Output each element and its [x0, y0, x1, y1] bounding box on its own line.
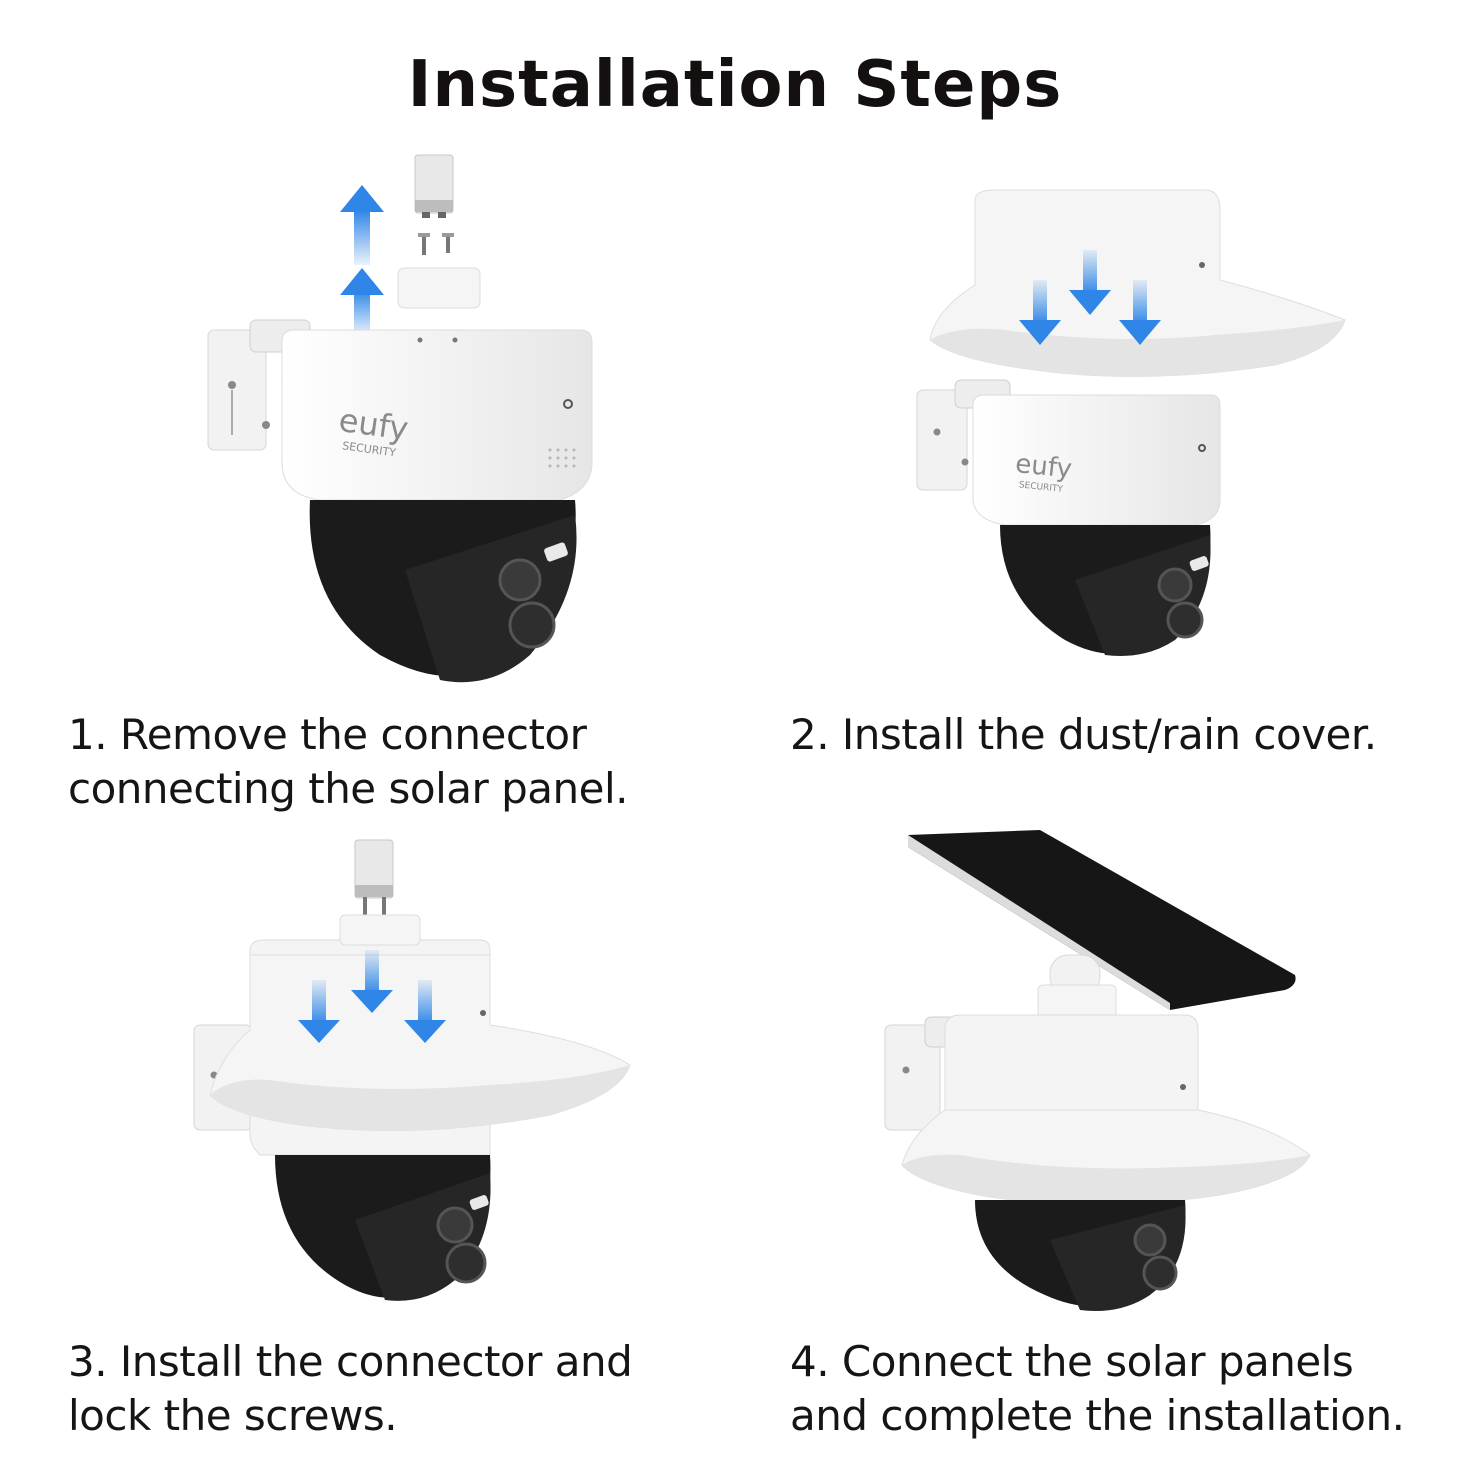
- step-3-caption-line-1: 3. Install the connector and: [68, 1337, 633, 1386]
- step-4-caption-line-1: 4. Connect the solar panels: [790, 1337, 1354, 1386]
- step-3-caption-line-2: lock the screws.: [68, 1391, 398, 1440]
- rain-cover: [901, 1109, 1310, 1205]
- solar-mount: [1037, 954, 1117, 1024]
- down-arrow-right: [1119, 280, 1161, 345]
- step-4-illustration: [884, 830, 1310, 1311]
- step-1-caption-line-1: 1. Remove the connector: [68, 710, 587, 759]
- connector: [414, 154, 454, 218]
- step-4-caption-line-2: and complete the installation.: [790, 1391, 1405, 1440]
- camera-dome: [275, 1155, 491, 1301]
- screws: [418, 233, 454, 255]
- step-3-illustration: [193, 839, 631, 1301]
- step-1-illustration: eufy SECURITY: [207, 154, 593, 683]
- step-2-caption: 2. Install the dust/rain cover.: [790, 708, 1377, 762]
- down-arrow-right: [404, 980, 446, 1043]
- camera-dome: [975, 1200, 1186, 1311]
- step-1-caption-line-2: connecting the solar panel.: [68, 764, 628, 813]
- down-arrow-left: [1019, 280, 1061, 345]
- step-1-caption: 1. Remove the connector connecting the s…: [68, 708, 628, 816]
- camera-body: [972, 394, 1221, 526]
- down-arrow-left: [298, 980, 340, 1043]
- step-2-illustration: eufy SECURITY: [916, 189, 1346, 656]
- mount-base: [397, 267, 481, 309]
- down-arrow-center: [351, 950, 393, 1013]
- eufy-logo-subtext: SECURITY: [1018, 480, 1063, 495]
- page-title: Installation Steps: [407, 48, 1063, 122]
- eufy-logo: eufy: [1014, 449, 1073, 485]
- step-3-caption: 3. Install the connector and lock the sc…: [68, 1335, 633, 1443]
- up-arrow-bottom: [340, 268, 384, 335]
- down-arrow-center: [1069, 250, 1111, 315]
- connector: [339, 839, 421, 946]
- camera-dome: [309, 500, 577, 683]
- camera-body: [281, 329, 593, 501]
- step-4-caption: 4. Connect the solar panels and complete…: [790, 1335, 1405, 1443]
- solar-panel: [908, 830, 1296, 1010]
- up-arrow-top: [340, 185, 384, 265]
- step-2-caption-line-1: 2. Install the dust/rain cover.: [790, 710, 1377, 759]
- camera-dome: [1000, 525, 1211, 656]
